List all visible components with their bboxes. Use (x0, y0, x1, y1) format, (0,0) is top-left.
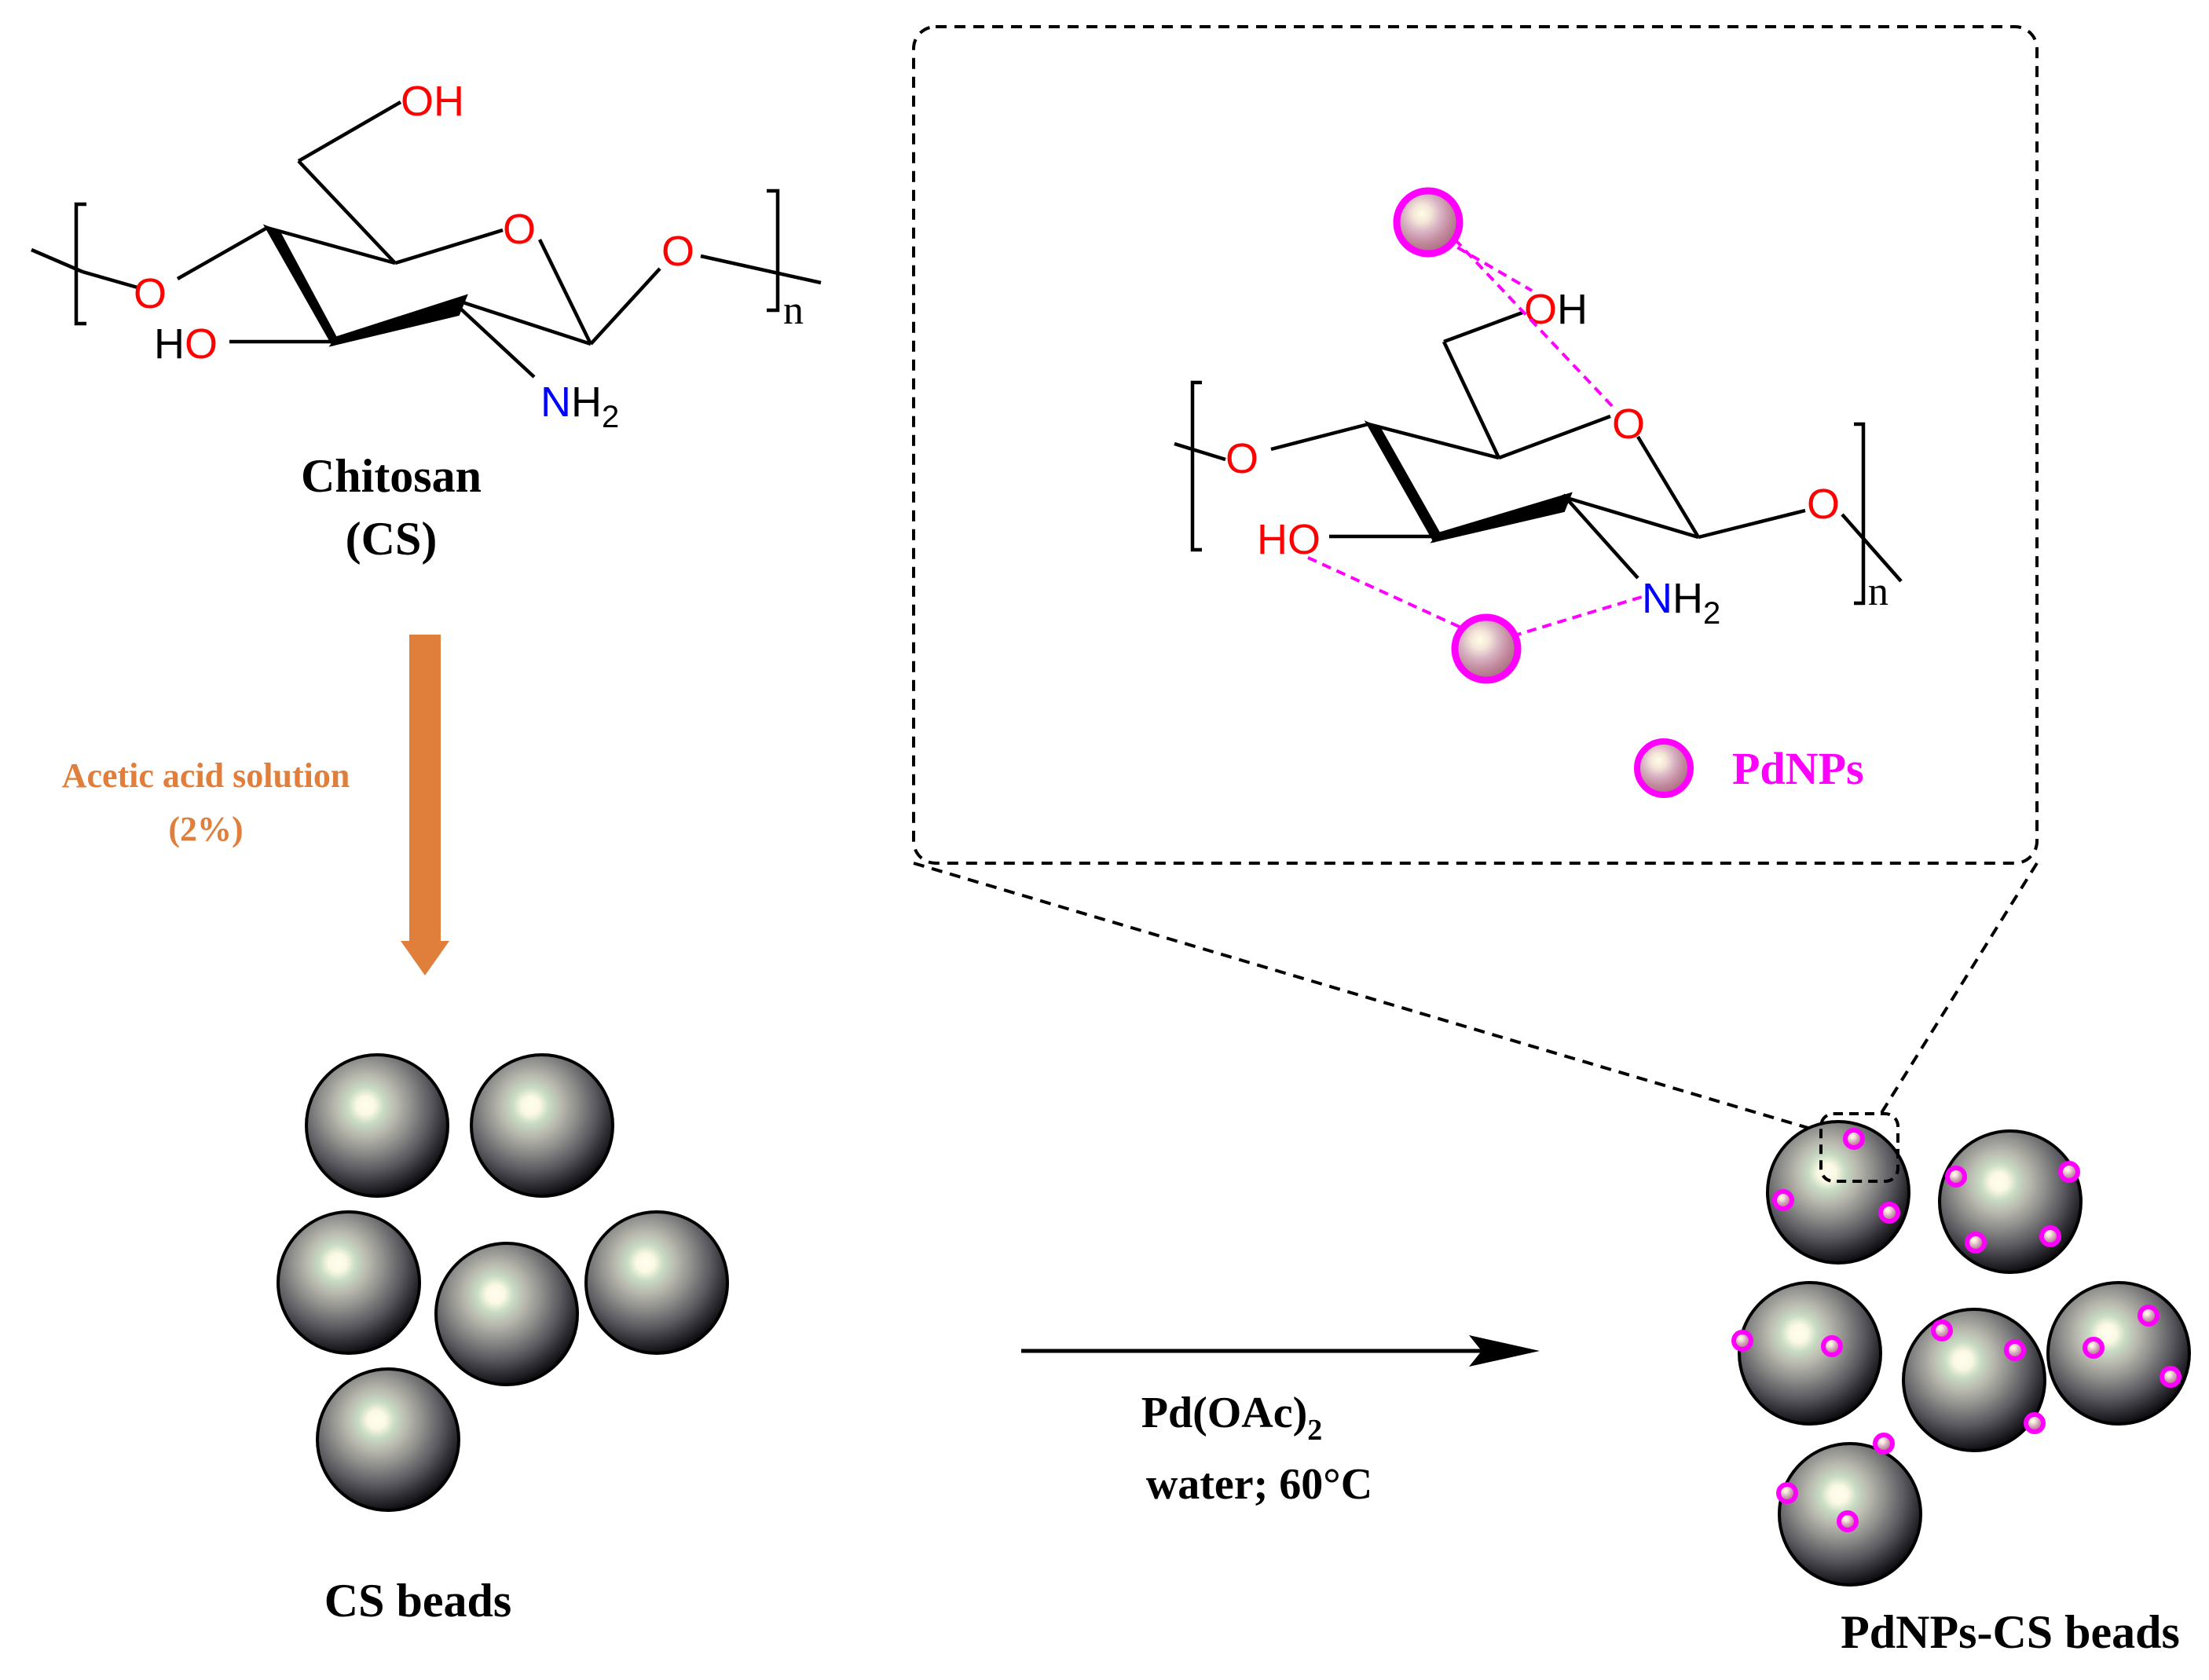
pd-dots (1731, 1128, 2182, 1532)
cs-beads (277, 1053, 729, 1512)
inset-atom-ho: HO (1257, 516, 1321, 563)
zoom-line-left (913, 862, 1814, 1131)
step1-reagent-line1: Acetic acid solution (62, 756, 350, 795)
chitosan-abbrev: (CS) (346, 513, 438, 565)
pdnps-legend-icon (1634, 738, 1694, 798)
inset-atom-o-ring: O (1612, 401, 1645, 448)
pd-cs-bead (1938, 1129, 2083, 1274)
step2-reagent: Pd(OAc)2 (1141, 1389, 1323, 1447)
cs-bead (434, 1242, 579, 1386)
inset-chitosan-atoms: OH O O O HO NH2 n (1225, 286, 1888, 631)
left-bracket (74, 202, 86, 326)
chitosan-atoms: OH O O O HO NH2 n (134, 78, 804, 434)
inset-atom-o-left: O (1225, 435, 1258, 482)
reaction-arrow (1021, 1335, 1540, 1367)
cs-bead (305, 1053, 449, 1198)
inset-frame (912, 25, 2039, 865)
atom-ho: HO (154, 320, 218, 368)
step1-reagent-line2: (2%) (168, 810, 243, 848)
inset-atom-oh-top: OH (1524, 286, 1588, 333)
inset-chitosan-structure (1174, 310, 1903, 606)
pd-cs-beads-label: PdNPs-CS beads (1841, 1606, 2180, 1658)
zoom-line-right (1876, 862, 2039, 1121)
down-arrow (401, 635, 449, 975)
pd-cs-bead (1902, 1308, 2046, 1452)
pd-cs-bead (1766, 1120, 1910, 1265)
pd-cs-bead (1738, 1281, 1882, 1426)
pd-nanoparticle (1393, 187, 1464, 258)
pd-cs-beads (1738, 1120, 2191, 1587)
chitosan-structure (31, 101, 822, 379)
right-bracket (767, 188, 780, 313)
repeat-n: n (783, 288, 804, 333)
atom-o-right: O (661, 228, 694, 275)
inset-atom-o-right: O (1807, 481, 1840, 528)
cs-bead (584, 1210, 729, 1355)
pd-nanoparticle (1451, 613, 1522, 684)
pdnps-legend-label: PdNPs (1732, 743, 1864, 794)
atom-oh-top: OH (401, 78, 464, 125)
cs-bead (470, 1053, 614, 1198)
pd-cs-bead (2046, 1281, 2191, 1426)
cs-bead (277, 1210, 421, 1355)
atom-o-left: O (134, 270, 167, 317)
zoom-region-box (1819, 1112, 1899, 1183)
chitosan-title: Chitosan (301, 450, 482, 502)
atom-nh2: NH2 (540, 379, 619, 434)
cs-beads-label: CS beads (324, 1575, 511, 1627)
atom-o-ring: O (503, 206, 536, 253)
pd-coordination-bonds (1307, 226, 1643, 638)
inset-atom-nh2: NH2 (1642, 575, 1720, 631)
step2-condition: water; 60°C (1146, 1460, 1372, 1509)
cs-bead (316, 1367, 460, 1512)
inset-repeat-n: n (1868, 569, 1888, 614)
